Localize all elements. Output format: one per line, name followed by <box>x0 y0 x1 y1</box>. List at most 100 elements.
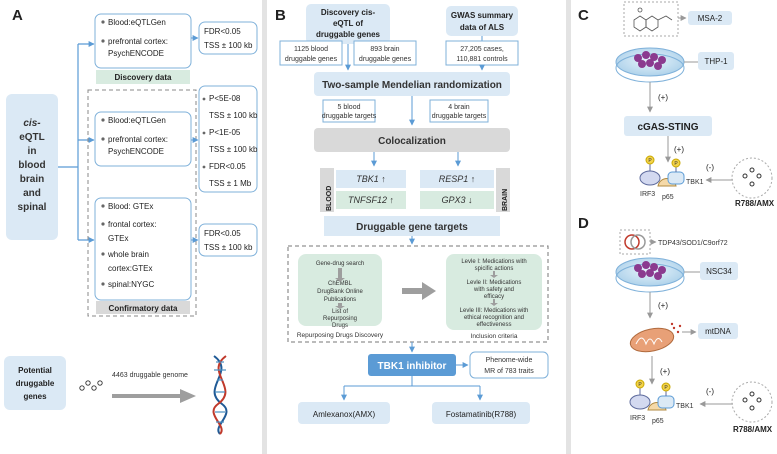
level2-2: efficacy <box>484 294 504 300</box>
d-p65: p65 <box>652 418 664 425</box>
a-dashed-group <box>87 89 197 317</box>
mid-th-2: P<1E-05 <box>209 128 241 137</box>
confirmatory-label-bg <box>96 301 190 314</box>
conf-th-1: TSS ± 100 kb <box>204 243 253 252</box>
disc-src-1: prefrontal cortex: <box>108 37 168 46</box>
conf-src-2: GTEx <box>108 234 128 243</box>
targets-blood-1: druggable targets <box>322 113 377 120</box>
b-gray-arrow <box>402 282 436 300</box>
cis-line-6: spinal <box>18 202 47 213</box>
targets-brain-0: 4 brain <box>448 104 470 111</box>
mutation: TDP43/SOD1/C9orf72 <box>658 240 728 247</box>
mtdna: mtDNA <box>705 327 731 336</box>
drug2: Fostamatinib(R788) <box>446 410 517 419</box>
gwas-box <box>446 6 518 36</box>
potential-0: Potential <box>18 366 52 375</box>
gene-tnfsf12-box <box>336 191 406 209</box>
search-0: Gene-drug search <box>316 261 364 267</box>
d-plus1: (+) <box>658 301 668 310</box>
mid-threshold-box <box>198 85 258 193</box>
search-5: Repurposing <box>323 316 357 322</box>
count-brain-0: 893 brain <box>370 46 399 53</box>
dna-icon <box>212 355 228 435</box>
c-p1: P <box>648 158 652 164</box>
mid-src-1: prefrontal cortex: <box>108 135 168 144</box>
mr-label: Two-sample Mendelian randomization <box>322 80 502 91</box>
d-irf3-icon: P <box>629 379 651 410</box>
search-2: DrugBank Online <box>317 289 363 295</box>
d-p1: P <box>638 382 642 388</box>
d-drug-dots-icon <box>742 391 762 411</box>
level2-1: with safety and <box>473 287 514 293</box>
tbk1-inhibitor-box <box>368 354 456 376</box>
mid-src-2: PsychENCODE <box>108 147 164 156</box>
gene-tbk1: TBK1 ↑ <box>356 174 386 184</box>
mid-th-4: FDR<0.05 <box>209 162 246 171</box>
targets-blood-0: 5 blood <box>338 104 361 111</box>
panel-b-label: B <box>275 7 286 24</box>
cell: THP-1 <box>704 57 728 66</box>
c-tbk1-icon: P <box>667 158 685 185</box>
level3-2: effectiveness <box>477 322 512 328</box>
mid-src-0: Blood:eQTLGen <box>108 116 166 125</box>
level3-0: Levle III: Medications with <box>460 308 529 314</box>
confirmatory-threshold-box <box>198 223 258 257</box>
gene-tnfsf12: TNFSF12 ↑ <box>348 195 394 205</box>
gwas-1: data of ALS <box>460 23 505 32</box>
potential-1: druggable <box>16 379 55 388</box>
c-drug: R788/AMX <box>735 199 775 208</box>
cis-line-0: cis- <box>23 118 41 129</box>
plus2: (+) <box>674 145 684 154</box>
d-petri-dish-icon <box>615 257 685 293</box>
compound: MSA-2 <box>698 14 723 23</box>
search-4: List of <box>332 309 348 315</box>
c-tbk1: TBK1 <box>686 179 704 186</box>
level1-1: spicific actions <box>475 266 514 272</box>
inclusion-label: Inclusion criteria <box>471 333 518 340</box>
potential-2: genes <box>23 392 47 401</box>
panel-a: A cis- eQTL in blood brain and spinal Bl… <box>4 7 258 435</box>
molecule-icon <box>633 7 673 32</box>
count-blood-1: druggable genes <box>285 56 338 63</box>
search-box <box>298 254 382 326</box>
coloc-box <box>314 128 510 152</box>
disc-cis-1: eQTL of <box>333 19 363 28</box>
discovery-label: Discovery data <box>115 73 172 82</box>
disc-src-2: PsychENCODE <box>108 49 164 58</box>
count-cases-box <box>445 40 519 66</box>
level2-0: Levle II: Medications <box>467 280 522 286</box>
count-brain-box <box>353 40 417 66</box>
panel-d-label: D <box>578 215 589 232</box>
c-p2: P <box>674 161 678 167</box>
phewas-box <box>469 351 549 379</box>
conf-src-1: frontal cortex: <box>108 220 156 229</box>
conf-src-5: spinal:NYGC <box>108 280 154 289</box>
disc-cis-2: druggable genes <box>316 30 381 39</box>
count-cases-1: 110,881 controls <box>456 56 508 63</box>
druggable-targets: Druggable gene targets <box>356 222 468 233</box>
panel-c-label: C <box>578 7 589 24</box>
panel-d: D TDP43/SOD1/C9orf72 NSC34 (+) <box>578 215 773 434</box>
d-drug: R788/AMX <box>733 425 773 434</box>
conf-th-0: FDR<0.05 <box>204 229 241 238</box>
gene-gpx3-box <box>420 191 494 209</box>
mtdna-box <box>698 323 738 339</box>
cis-line-2: in <box>28 146 37 157</box>
c-drug-circle <box>731 157 773 199</box>
gene-tbk1-box <box>336 170 406 188</box>
c-irf3-icon: P <box>639 155 661 186</box>
d-cell: NSC34 <box>706 267 732 276</box>
count-blood-box <box>279 40 343 66</box>
targets-brain-box <box>429 99 489 123</box>
plasmid-icon <box>624 234 646 250</box>
panel-c: C MSA-2 THP-1 (+) cGAS-STING (+) <box>578 1 775 208</box>
d-tbk1: TBK1 <box>676 403 694 410</box>
minus: (-) <box>706 163 714 172</box>
cis-eqtl-box <box>6 94 58 240</box>
genome-arrow <box>112 389 196 403</box>
petri-dish-icon <box>615 47 685 83</box>
phewas-0: Phenome-wide <box>486 357 533 364</box>
d-irf3: IRF3 <box>630 415 645 422</box>
